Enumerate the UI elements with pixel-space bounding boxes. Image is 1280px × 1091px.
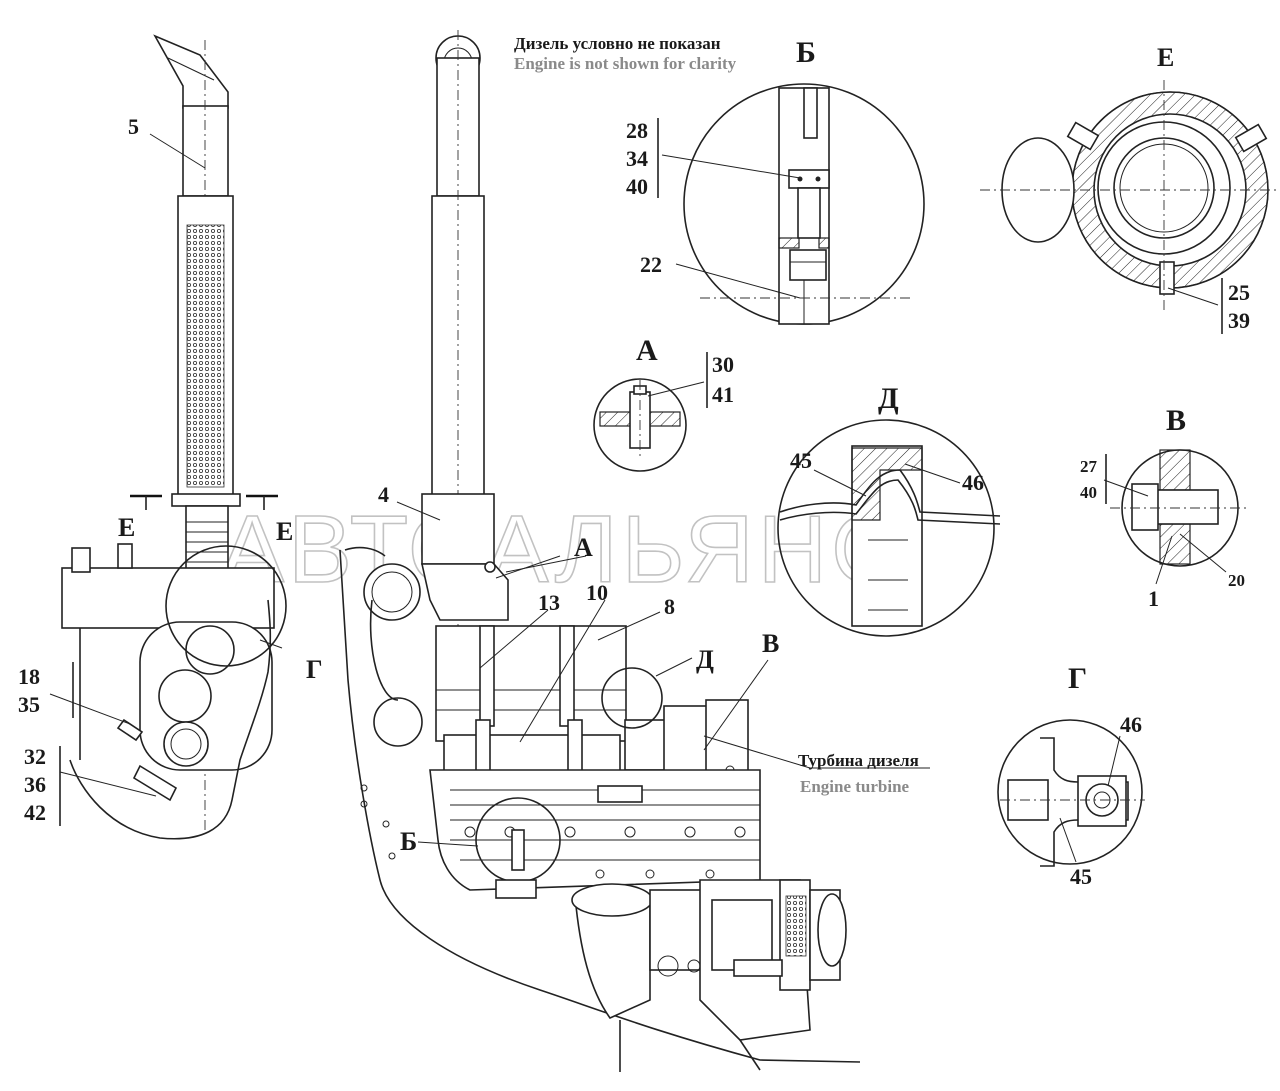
- callout-32: 32: [24, 744, 46, 769]
- view-title-d: Д: [878, 382, 899, 415]
- callout-1: 1: [1148, 586, 1159, 611]
- section-mark-e-right: Е: [276, 517, 293, 546]
- flexible-hose: [186, 224, 225, 488]
- view-title-v: В: [1166, 404, 1186, 437]
- detail-view-g: [997, 719, 1145, 867]
- callout-36: 36: [24, 772, 46, 797]
- callout-40: 40: [626, 174, 648, 199]
- callout-45-d: 45: [790, 448, 812, 473]
- detail-view-d: [777, 419, 1001, 637]
- callout-39: 39: [1228, 308, 1250, 333]
- callout-20: 20: [1228, 571, 1245, 590]
- mounting-bracket: [61, 567, 275, 629]
- tractor-frame-outline: [339, 549, 861, 1063]
- callout-46-d: 46: [962, 470, 984, 495]
- detail-view-a: [593, 378, 687, 472]
- callout-28: 28: [626, 118, 648, 143]
- callout-42: 42: [24, 800, 46, 825]
- grouping-bars: [59, 118, 1223, 826]
- section-mark-b: Б: [400, 827, 417, 856]
- view-title-e: Е: [1157, 43, 1174, 72]
- section-mark-d: Д: [696, 645, 714, 674]
- callout-35: 35: [18, 692, 40, 717]
- detail-view-v: [1110, 449, 1250, 567]
- callout-25: 25: [1228, 280, 1250, 305]
- callout-22: 22: [640, 252, 662, 277]
- callout-27: 27: [1080, 457, 1098, 476]
- callout-5: 5: [128, 114, 139, 139]
- section-mark-g: Г: [306, 655, 323, 684]
- callout-10: 10: [586, 580, 608, 605]
- view-title-a: А: [636, 334, 658, 367]
- exhaust-cap: [153, 34, 229, 109]
- callout-8: 8: [664, 594, 675, 619]
- note-turbine-ru: Турбина дизеля: [798, 751, 919, 770]
- callout-40-v: 40: [1080, 483, 1097, 502]
- callout-30: 30: [712, 352, 734, 377]
- view-title-b: Б: [796, 36, 816, 69]
- view-title-g: Г: [1068, 662, 1087, 695]
- watermark-text: АВТОАЛЬЯНС: [220, 496, 904, 603]
- section-mark-e-left: Е: [118, 513, 135, 542]
- detail-view-b: [683, 83, 925, 325]
- callout-18: 18: [18, 664, 40, 689]
- callout-4: 4: [378, 482, 389, 507]
- note-engine-not-shown-en: Engine is not shown for clarity: [514, 54, 737, 73]
- callout-45-g: 45: [1070, 864, 1092, 889]
- detail-circle-g: [165, 545, 287, 667]
- callout-13: 13: [538, 590, 560, 615]
- detail-view-e: [980, 80, 1280, 310]
- note-engine-not-shown-ru: Дизель условно не показан: [514, 34, 721, 53]
- left-exhaust-assembly: [61, 34, 287, 840]
- manifold-block: [435, 625, 627, 742]
- callout-34: 34: [626, 146, 648, 171]
- callout-46-g: 46: [1120, 712, 1142, 737]
- exhaust-pipe-5: [182, 105, 229, 197]
- section-mark-v: В: [762, 629, 779, 658]
- leader-lines: [49, 133, 1227, 863]
- callout-41: 41: [712, 382, 734, 407]
- section-mark-a: А: [574, 533, 593, 562]
- note-turbine-en: Engine turbine: [800, 777, 910, 796]
